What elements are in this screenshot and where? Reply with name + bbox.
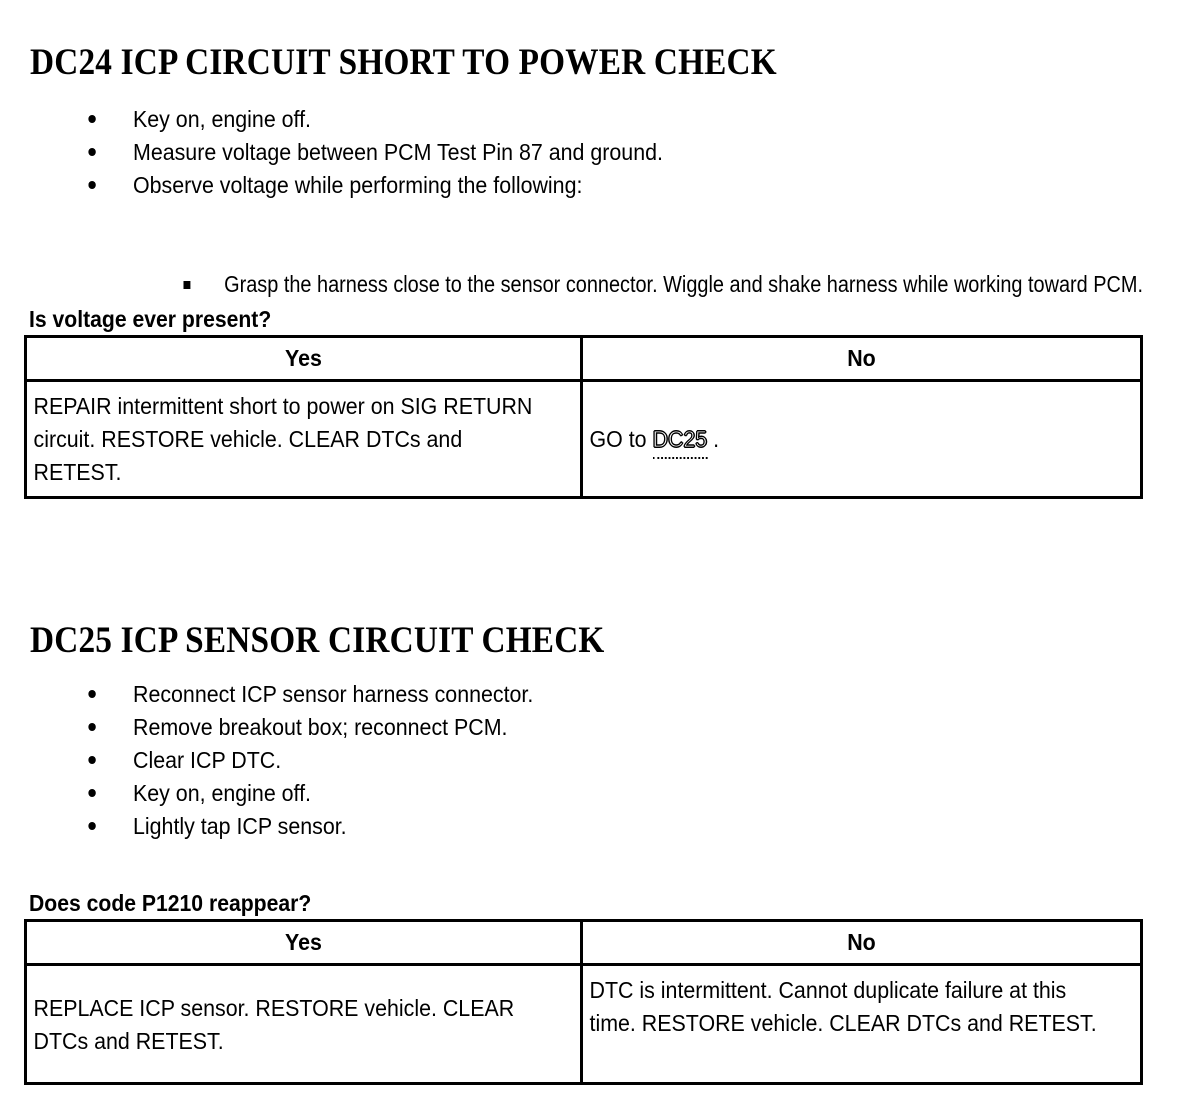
table-row: REPLACE ICP sensor. RESTORE vehicle. CLE… xyxy=(27,966,1140,1082)
list-item: Observe voltage while performing the fol… xyxy=(88,169,1143,297)
list-item: Key on, engine off. xyxy=(88,777,533,810)
table-header-no: No xyxy=(847,929,876,955)
sub-list-item: Grasp the harness close to the sensor co… xyxy=(183,268,1184,301)
procedure-list-dc25: Reconnect ICP sensor harness connector. … xyxy=(88,678,563,843)
table-row: REPAIR intermittent short to power on SI… xyxy=(27,382,1140,496)
table-header-row: Yes No xyxy=(27,922,1140,966)
list-item-text: Key on, engine off. xyxy=(133,780,311,806)
list-item-text: Clear ICP DTC. xyxy=(133,747,282,773)
table-header-row: Yes No xyxy=(27,338,1140,382)
bullet-dot-icon xyxy=(88,690,96,698)
table-header-yes: Yes xyxy=(27,922,583,963)
decision-table-dc25: Yes No REPLACE ICP sensor. RESTORE vehic… xyxy=(24,919,1143,1085)
list-item: Key on, engine off. xyxy=(88,103,663,136)
bullet-dot-icon xyxy=(88,822,96,830)
procedure-list-dc24: Key on, engine off. Measure voltage betw… xyxy=(88,103,1143,297)
goto-suffix: . xyxy=(707,426,720,452)
bullet-dot-icon xyxy=(88,115,96,123)
goto-label: GO to xyxy=(589,426,653,452)
link-dc25[interactable]: DC25 xyxy=(652,423,708,459)
bullet-dot-icon xyxy=(88,756,96,764)
procedure-sublist-dc24: Grasp the harness close to the sensor co… xyxy=(183,268,1200,301)
list-item-text: Measure voltage between PCM Test Pin 87 … xyxy=(133,139,663,165)
list-item: Measure voltage between PCM Test Pin 87 … xyxy=(88,136,663,169)
decision-table-dc24: Yes No REPAIR intermittent short to powe… xyxy=(24,335,1143,499)
bullet-dot-icon xyxy=(88,148,96,156)
table-cell-no-answer: DTC is intermittent. Cannot duplicate fa… xyxy=(589,977,1097,1036)
table-cell-yes-answer: REPLACE ICP sensor. RESTORE vehicle. CLE… xyxy=(27,966,583,1082)
bullet-dot-icon xyxy=(88,789,96,797)
list-item-text: Lightly tap ICP sensor. xyxy=(133,813,347,839)
list-item: Remove breakout box; reconnect PCM. xyxy=(88,711,533,744)
table-cell-yes-answer: REPAIR intermittent short to power on SI… xyxy=(27,382,583,496)
question-voltage-present: Is voltage ever present? xyxy=(29,306,272,332)
list-item-text: Remove breakout box; reconnect PCM. xyxy=(133,714,508,740)
bullet-square-icon xyxy=(183,281,191,289)
table-header-yes: Yes xyxy=(27,338,583,379)
section-title-dc24: DC24 ICP CIRCUIT SHORT TO POWER CHECK xyxy=(30,41,777,83)
table-header-no: No xyxy=(847,345,876,371)
list-item-text: Key on, engine off. xyxy=(133,106,311,132)
section-title-dc25: DC25 ICP SENSOR CIRCUIT CHECK xyxy=(30,619,605,661)
sub-list-item-text: Grasp the harness close to the sensor co… xyxy=(224,271,1143,297)
list-item: Lightly tap ICP sensor. xyxy=(88,810,533,843)
bullet-dot-icon xyxy=(88,723,96,731)
list-item-text: Observe voltage while performing the fol… xyxy=(133,172,583,198)
list-item-text: Reconnect ICP sensor harness connector. xyxy=(133,681,534,707)
table-cell-no-answer: GO to DC25 . xyxy=(583,382,1140,496)
bullet-dot-icon xyxy=(88,181,96,189)
list-item: Reconnect ICP sensor harness connector. xyxy=(88,678,534,711)
question-code-reappear: Does code P1210 reappear? xyxy=(29,890,312,916)
list-item: Clear ICP DTC. xyxy=(88,744,533,777)
